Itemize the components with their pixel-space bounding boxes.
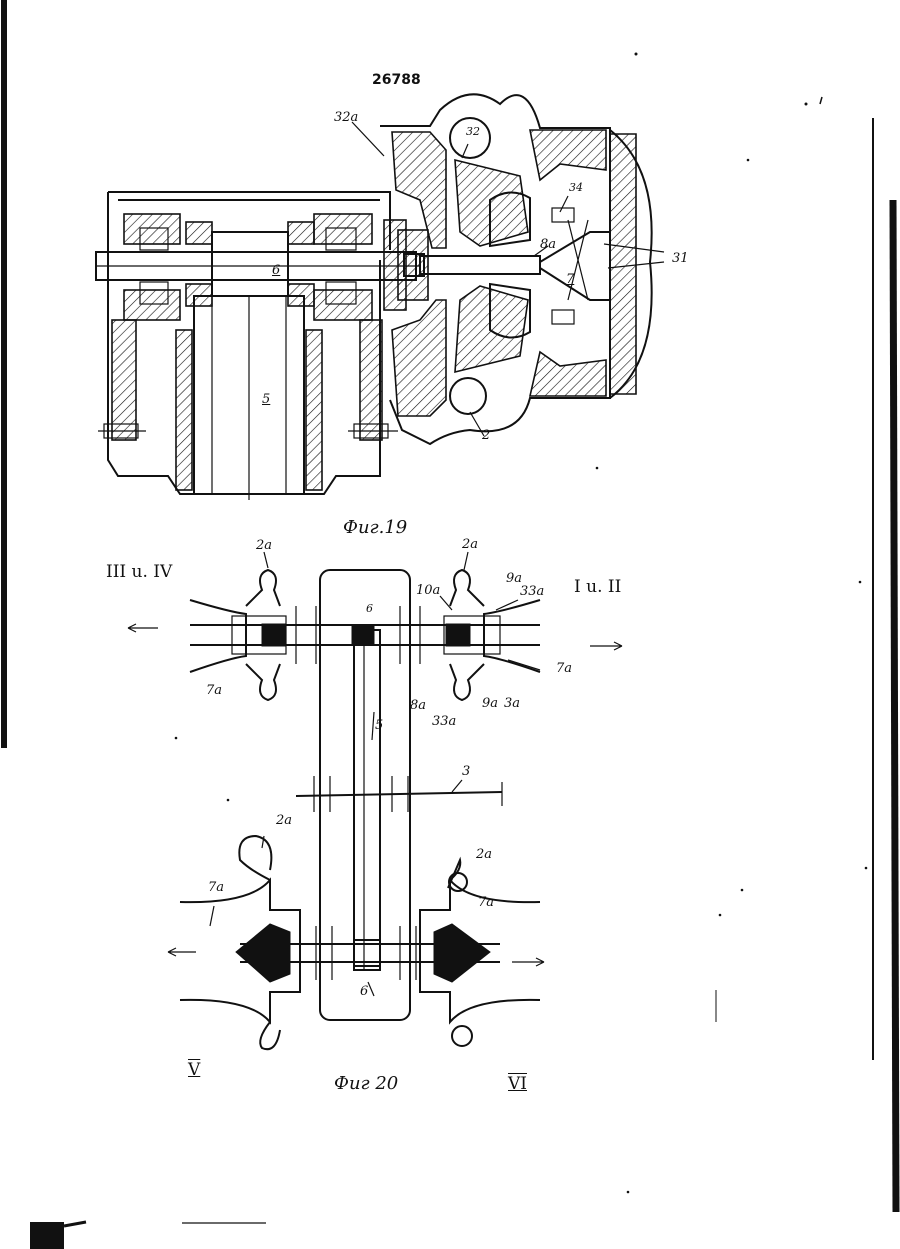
label-32a: 32a	[334, 110, 358, 125]
group-label-i-ii: I u. II	[574, 577, 621, 597]
label-2a-top-left: 2a	[256, 538, 272, 553]
label-3: 3	[462, 764, 470, 779]
label-7: 7	[566, 272, 574, 287]
label-5-fig20: 5	[375, 718, 383, 733]
label-7a-bottom-left: 7a	[208, 880, 224, 895]
label-2a-bottom-right: 2a	[476, 847, 492, 862]
figure-20-drawing	[128, 552, 622, 1049]
label-6-bottom: 6	[360, 984, 368, 999]
figure-19-caption: Фиг.19	[343, 517, 407, 538]
label-9a-bottom: 9a	[482, 696, 498, 711]
label-33a-bottom: 33a	[432, 714, 456, 729]
label-5: 5	[262, 392, 270, 407]
group-label-vi: VI	[508, 1074, 527, 1094]
label-31: 31	[672, 251, 689, 266]
label-33a-top: 33a	[520, 584, 544, 599]
label-6: 6	[272, 263, 280, 278]
page-number: 26788	[372, 72, 421, 88]
label-7a-left: 7a	[206, 683, 222, 698]
group-label-v: V	[188, 1060, 200, 1080]
label-7a-bottom-right: 7a	[478, 895, 494, 910]
label-6-top: 6	[366, 602, 373, 615]
label-7a-right: 7a	[556, 661, 572, 676]
label-8a-fig20: 8a	[410, 698, 426, 713]
group-label-iii-iv: III u. IV	[106, 562, 172, 582]
label-2a-top-right: 2a	[462, 537, 478, 552]
label-8a: 8a	[540, 237, 556, 252]
label-34: 34	[569, 181, 583, 194]
label-2: 2	[482, 428, 490, 443]
label-10a: 10a	[416, 583, 440, 598]
figure-19-drawing	[96, 94, 664, 500]
label-3a: 3a	[504, 696, 520, 711]
label-2a-bottom-left: 2a	[276, 813, 292, 828]
figure-20-caption: Фиг 20	[334, 1073, 398, 1094]
label-32: 32	[466, 125, 480, 138]
